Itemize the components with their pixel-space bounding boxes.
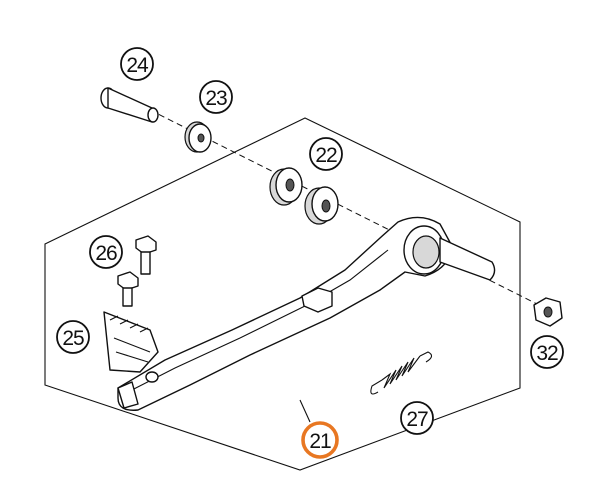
callout-21[interactable]: 21	[301, 421, 339, 459]
nut-part-32[interactable]	[533, 297, 563, 327]
assembly-outline	[44, 117, 521, 471]
spring-part-27[interactable]	[370, 351, 433, 395]
callout-27-label: 27	[406, 408, 428, 431]
callout-32-label: 32	[536, 342, 558, 365]
callout-26[interactable]: 26	[89, 235, 123, 269]
callout-26-label: 26	[95, 242, 117, 265]
pin-part-24[interactable]	[100, 87, 159, 123]
bushing-part-22[interactable]	[269, 167, 339, 225]
callout-23[interactable]: 23	[199, 80, 233, 114]
brake-pedal-part-21[interactable]	[117, 216, 496, 411]
bolt-part-26[interactable]	[117, 235, 157, 307]
callout-24[interactable]: 24	[120, 47, 154, 81]
callout-25-label: 25	[62, 327, 84, 350]
callout-22[interactable]: 22	[309, 137, 343, 171]
callout-21-label: 21	[309, 430, 331, 453]
callout-23-label: 23	[205, 87, 227, 110]
pedal-tip-part-25[interactable]	[103, 311, 159, 373]
washer-part-23[interactable]	[184, 121, 212, 153]
callout-27[interactable]: 27	[400, 401, 434, 435]
callout-24-label: 24	[126, 54, 149, 77]
callout-22-label: 22	[315, 144, 337, 167]
callout-32[interactable]: 32	[530, 335, 564, 369]
callout-21-leader	[299, 399, 311, 423]
callout-25[interactable]: 25	[56, 320, 90, 354]
